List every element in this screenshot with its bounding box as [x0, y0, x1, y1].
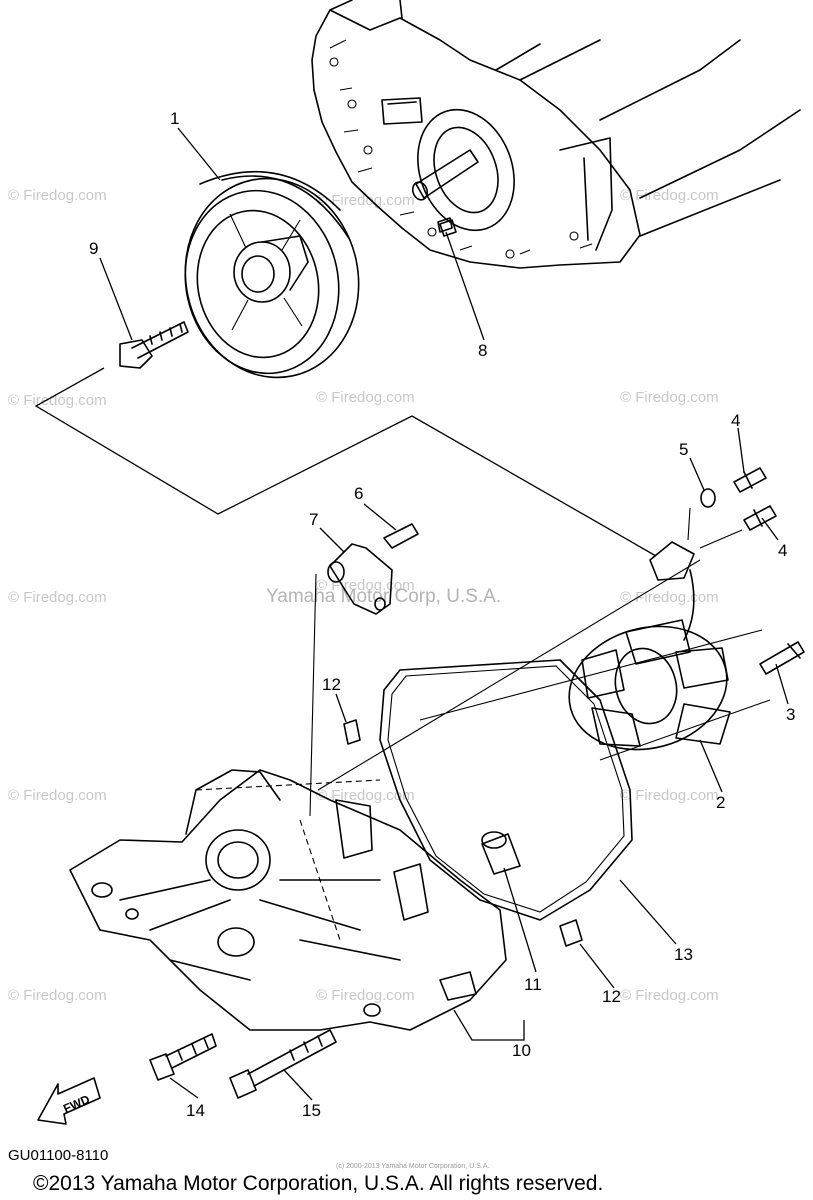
watermark-tile: © Firedog.com [8, 787, 107, 804]
crankcase-cover [69, 769, 507, 1031]
watermark-tile: © Firedog.com [316, 987, 415, 1004]
callout-label: 5 [679, 440, 688, 459]
watermark-center: Yamaha Motor Corp, U.S.A. [266, 586, 501, 607]
callout-label: 4 [778, 541, 787, 560]
watermark-tile: © Firedog.com [620, 987, 719, 1004]
watermark-tile: © Firedog.com [8, 589, 107, 606]
callout-label: 7 [309, 510, 318, 529]
pickup-coil [327, 523, 419, 615]
collar [481, 833, 521, 875]
dowel-pin [343, 719, 361, 745]
cover-bolt-long [229, 1029, 337, 1099]
woodruff-key [437, 217, 453, 233]
callout-label: 12 [602, 987, 621, 1006]
engine-crankcase [311, 0, 801, 269]
copyright-notice: ©2013 Yamaha Motor Corporation, U.S.A. A… [33, 1172, 603, 1195]
watermark-tile: © Firedog.com [620, 187, 719, 204]
watermark-tile: © Firedog.com [620, 787, 719, 804]
callout-label: 4 [731, 411, 740, 430]
rotor-assembly [184, 170, 360, 379]
watermark-tile: © Firedog.com [620, 389, 719, 406]
callout-label: 9 [89, 239, 98, 258]
callout-label: 1 [170, 109, 179, 128]
watermark-tile: © Firedog.com [316, 787, 415, 804]
stator-leads [649, 467, 777, 641]
cover-gasket [379, 659, 633, 921]
callout-label: 11 [524, 975, 542, 994]
callout-labels: 1 2 3 4 4 5 6 7 8 9 10 11 12 12 13 14 15 [89, 109, 795, 1120]
leader-lines [99, 127, 789, 1101]
diagram-code: GU01100-8110 [8, 1147, 108, 1164]
watermark-tile: © Firedog.com [316, 577, 415, 594]
watermark-tile: © Firedog.com [620, 589, 719, 606]
callout-label: 3 [786, 705, 795, 724]
cover-bolt-short [149, 1033, 217, 1081]
callout-label: 15 [302, 1101, 321, 1120]
dowel-pin [559, 919, 583, 947]
watermark-tile: © Firedog.com [8, 392, 107, 409]
callout-label: 2 [716, 793, 725, 812]
fwd-arrow-icon: FWD [37, 1077, 101, 1125]
collar-end [481, 831, 507, 849]
watermark-tile: © Firedog.com [316, 192, 415, 209]
callout-label: 8 [478, 341, 487, 360]
callout-label: 6 [354, 484, 363, 503]
watermark-tile: © Firedog.com [8, 987, 107, 1004]
stator-screw [759, 641, 805, 675]
callout-label: 13 [674, 945, 693, 964]
flange-bolt [119, 321, 189, 369]
callout-label: 12 [322, 675, 341, 694]
fwd-label: FWD [61, 1092, 92, 1116]
callout-label: 10 [512, 1041, 531, 1060]
watermark-tile: © Firedog.com [316, 389, 415, 406]
watermark-tiny: (c) 2000-2013 Yamaha Motor Corporation, … [336, 1163, 489, 1170]
assembly-lines [34, 367, 771, 817]
callout-label: 14 [186, 1101, 205, 1120]
cover-gasket-inner [387, 665, 625, 913]
watermark-tile: © Firedog.com [8, 187, 107, 204]
